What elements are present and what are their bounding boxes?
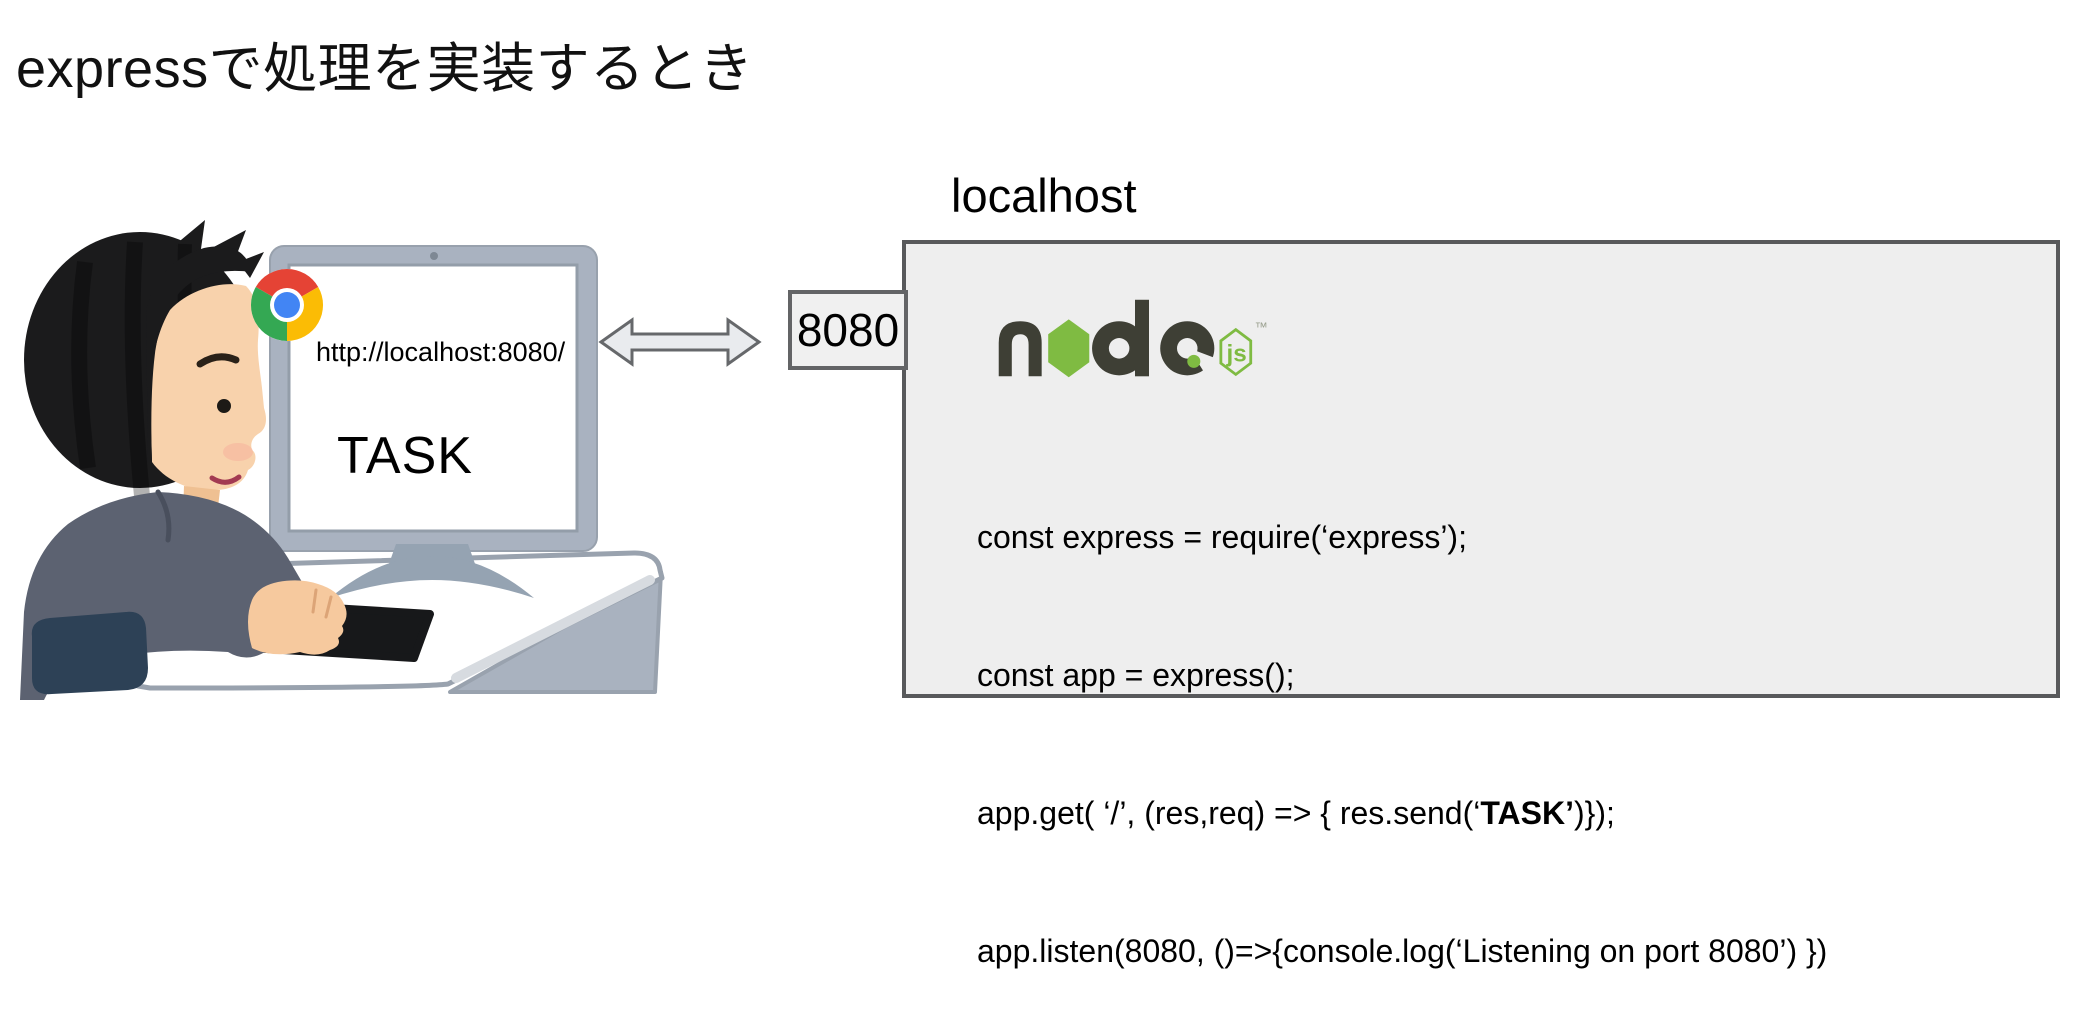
hair-tuft (238, 252, 264, 278)
node-hexagon-o (1048, 319, 1090, 378)
finger-line (324, 595, 333, 619)
person-face (150, 284, 266, 491)
hair-tuft (175, 220, 205, 256)
eye (217, 399, 231, 413)
js-badge-hexagon (1219, 327, 1253, 377)
code-line-2: const app = express(); (977, 657, 1295, 693)
code-line-1: const express = require(‘express’); (977, 519, 1467, 555)
finger-line (311, 588, 318, 614)
eyebrow (196, 353, 240, 368)
node-letter-n (998, 321, 1042, 377)
monitor-stand-base (330, 556, 534, 598)
trademark-label: ™ (1254, 320, 1267, 335)
code-block: const express = require(‘express’); cons… (977, 422, 1827, 1020)
port-label: 8080 (796, 304, 900, 356)
hair-streak (71, 260, 96, 470)
cheek-blush (223, 443, 253, 461)
code-task-bold: TASK’ (1480, 795, 1574, 831)
page-title: expressで処理を実装するとき (16, 39, 754, 99)
port-box: 8080 (788, 290, 908, 370)
node-green-dot (1187, 354, 1201, 368)
nodejs-logo: js ™ (998, 299, 1268, 379)
chrome-icon (250, 268, 324, 341)
hair-streak (124, 241, 150, 497)
code-line-3: app.get( ‘/’, (res,req) => { res.send(‘T… (977, 795, 1615, 831)
server-label: localhost (951, 169, 1137, 222)
browser-task-text: TASK (337, 427, 473, 485)
js-badge-label: js (1225, 340, 1246, 367)
jacket-collar (155, 489, 172, 543)
double-arrow-icon (598, 317, 762, 367)
person-hand (248, 580, 347, 655)
mouth (209, 474, 242, 485)
server-box (902, 240, 2060, 698)
webcam-icon (430, 252, 438, 260)
hair-fringe (146, 246, 252, 462)
monitor-screen (287, 263, 579, 533)
code-line-4: app.listen(8080, ()=>{console.log(‘Liste… (977, 933, 1828, 969)
person-at-computer-illustration (20, 220, 665, 700)
desk-edge-highlight (451, 575, 655, 683)
browser-url-text: http://localhost:8080/ (316, 337, 566, 367)
chair-armrest (31, 611, 148, 695)
